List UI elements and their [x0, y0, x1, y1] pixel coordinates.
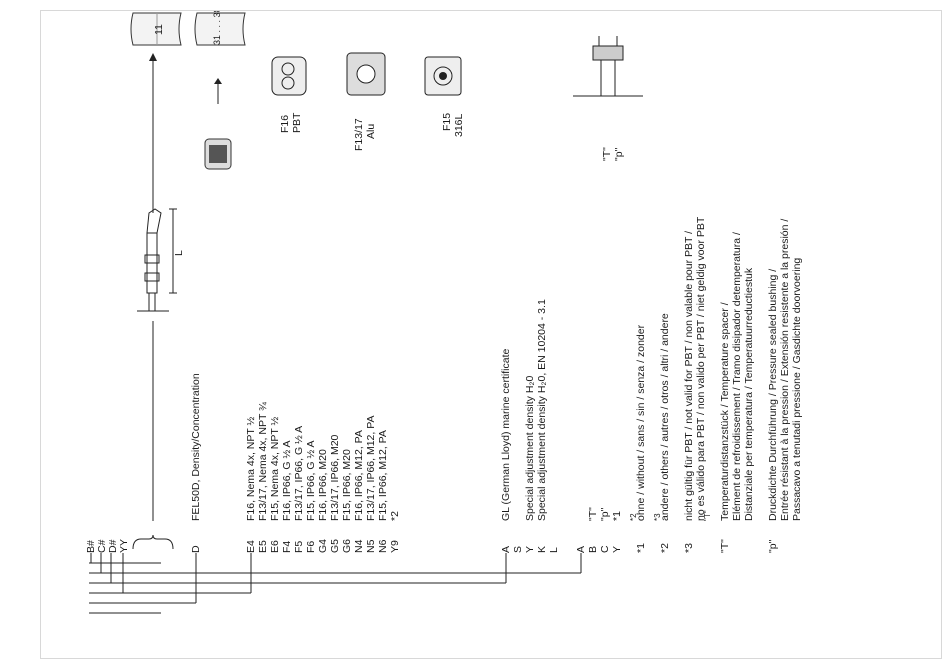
display-module-icon — [199, 133, 239, 173]
footnote-text: Druckdichte Durchführung / Pressure seal… — [767, 268, 779, 521]
housing-f16-material: PBT — [291, 112, 303, 133]
housing-description: F13/17, IP66, G ½ A — [293, 425, 305, 521]
approval-code: Y — [524, 545, 536, 553]
footnote-text: Elément de refroidissement / Tramo disip… — [731, 232, 743, 521]
dimension-label: L — [173, 250, 185, 256]
footnote-text: Entrée résistant à la pression / Extensi… — [779, 218, 791, 521]
housing-f13-icon — [339, 45, 395, 101]
housing-f13-material: Alu — [365, 123, 377, 139]
housing-f15-icon — [419, 51, 469, 101]
approval-description: GL (German Lloyd) marine certificate — [500, 348, 512, 521]
sensor-drawing — [137, 208, 177, 312]
arrow-right-icon — [214, 78, 222, 104]
documentation-book-icon — [194, 12, 246, 46]
housing-code: N4 — [353, 539, 365, 553]
footnote-text: Distanziale per temperatura / Temperatuu… — [743, 267, 755, 521]
approval-code: S — [512, 545, 524, 553]
footnote-overlay: *3 — [653, 513, 662, 521]
housing-code: E5 — [257, 540, 269, 553]
housing-description: F15, Nema 4x, NPT ½ — [269, 416, 281, 521]
document-frame: B# C# D# YY D FEL50D, Density/Concentrat… — [40, 10, 942, 659]
footnote-text: nicht gültig für PBT / not valid for PBT… — [683, 230, 695, 521]
footnote-mark: *2 — [659, 543, 671, 553]
option-diagram-p: "p" — [613, 147, 625, 161]
documentation-book-icon — [130, 12, 182, 46]
housing-code: N5 — [365, 539, 377, 553]
housing-code: N6 — [377, 539, 389, 553]
footnote-mark: "T" — [719, 539, 731, 553]
housing-description: F16, IP66, M20 — [317, 449, 329, 521]
housing-description: F15, IP66, M20 — [341, 449, 353, 521]
housing-f15-material: 316L — [453, 113, 465, 137]
housing-f13-name: F13/17 — [353, 118, 365, 151]
housing-code: G5 — [329, 538, 341, 553]
housing-code: Y9 — [389, 540, 401, 553]
option-description: "T" — [587, 507, 599, 521]
doc-page-housing: 31 . . . 38 — [212, 10, 222, 45]
housing-code: G4 — [317, 538, 329, 553]
housing-description: F13/17, Nema 4x, NPT ¾ — [257, 402, 269, 521]
housing-description: F16, Nema 4x, NPT ½ — [245, 416, 257, 521]
housing-f15-name: F15 — [441, 112, 453, 131]
footnote-mark: *1 — [635, 543, 647, 553]
footnote-text: no es válido para PBT / non valido per P… — [695, 216, 707, 521]
option-code: A — [575, 545, 587, 553]
housing-description: F16, IP66, G ½ A — [281, 440, 293, 521]
housing-code: G6 — [341, 538, 353, 553]
footnote-overlay: "T" — [703, 510, 712, 521]
approval-description: Special adjustment density H₂0 — [524, 375, 536, 521]
housing-f16-icon — [266, 51, 314, 101]
option-description: *1 — [611, 511, 623, 521]
footnote-text: Temperaturdistanzstück / Temperature spa… — [719, 302, 731, 521]
temperature-spacer-drawing — [573, 36, 643, 97]
housing-description: F13/17, IP66, M20 — [329, 434, 341, 521]
placeholder-yy: YY — [118, 538, 130, 553]
housing-code: F5 — [293, 540, 305, 553]
housing-f16-name: F16 — [279, 114, 291, 133]
approval-description: Special adjustment density H₂0, EN 10204… — [536, 299, 548, 521]
housing-code: E4 — [245, 540, 257, 553]
housing-code: F6 — [305, 540, 317, 553]
approval-code: L — [548, 547, 560, 553]
rotated-order-code-sheet: B# C# D# YY D FEL50D, Density/Concentrat… — [41, 11, 941, 621]
footnote-text: Passacavo a tenutadi pressione / Gasdich… — [791, 257, 803, 521]
footnote-text: andere / others / autres / otros / altri… — [659, 313, 671, 521]
option-code: Y — [611, 545, 623, 553]
order-code-bracket-lines — [89, 53, 582, 614]
footnote-overlay: *2 — [629, 513, 638, 521]
option-code: B — [587, 545, 599, 553]
product-description: FEL50D, Density/Concentration — [190, 373, 202, 521]
footnote-text: ohne / without / sans / sin / senza / zo… — [635, 324, 647, 521]
housing-description: F15, IP66, M12, PA — [377, 430, 389, 521]
approval-code: K — [536, 545, 548, 553]
housing-description: F16, IP66, M12, PA — [353, 430, 365, 521]
option-code: C — [599, 545, 611, 553]
product-code: D — [190, 545, 202, 553]
option-description: "p" — [599, 507, 611, 521]
housing-code: E6 — [269, 540, 281, 553]
doc-page-main: 11 — [153, 24, 165, 35]
housing-code: F4 — [281, 540, 293, 553]
footnote-mark: "p" — [767, 539, 779, 553]
housing-description: F13/17, IP66, M12, PA — [365, 415, 377, 521]
option-diagram-t: "T" — [601, 147, 613, 161]
housing-description: F15, IP66, G ½ A — [305, 440, 317, 521]
footnote-mark: *3 — [683, 543, 695, 553]
housing-description: *2 — [389, 511, 401, 521]
order-code-page: B# C# D# YY D FEL50D, Density/Concentrat… — [41, 11, 941, 658]
approval-code: A — [500, 545, 512, 553]
